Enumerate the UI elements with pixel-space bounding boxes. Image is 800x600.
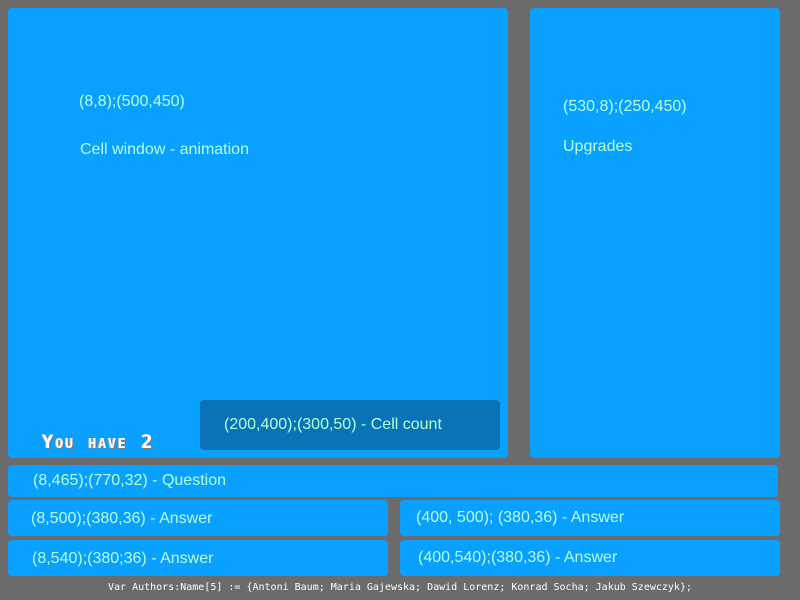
answer-label-4: (400,540);(380,36) - Answer [418, 549, 618, 566]
answer-button-1[interactable]: (8,500);(380,36) - Answer [8, 500, 388, 536]
upgrades-panel[interactable]: (530,8);(250,450) Upgrades [530, 8, 780, 458]
cell-window-coords: (8,8);(500,450) [79, 93, 185, 110]
cell-count-text: You have 2 [42, 431, 155, 453]
question-label: (8,465);(770,32) - Question [33, 472, 226, 489]
cell-count-label: (200,400);(300,50) - Cell count [224, 416, 442, 433]
answer-button-3[interactable]: (8,540);(380;36) - Answer [8, 540, 388, 576]
answer-button-4[interactable]: (400,540);(380,36) - Answer [400, 540, 780, 576]
cell-count-box: (200,400);(300,50) - Cell count [200, 400, 500, 450]
cell-window-title: Cell window - animation [80, 141, 249, 158]
question-panel: (8,465);(770,32) - Question [8, 465, 778, 497]
answer-button-2[interactable]: (400, 500); (380,36) - Answer [400, 500, 780, 536]
upgrades-title: Upgrades [563, 138, 633, 155]
answer-label-3: (8,540);(380;36) - Answer [32, 550, 214, 567]
answer-label-2: (400, 500); (380,36) - Answer [416, 509, 625, 526]
authors-footer: Var Authors:Name[5] := {Antoni Baum; Mar… [108, 582, 692, 593]
upgrades-coords: (530,8);(250,450) [563, 98, 687, 115]
cell-window: (8,8);(500,450) Cell window - animation … [8, 8, 508, 458]
answer-label-1: (8,500);(380,36) - Answer [31, 510, 213, 527]
